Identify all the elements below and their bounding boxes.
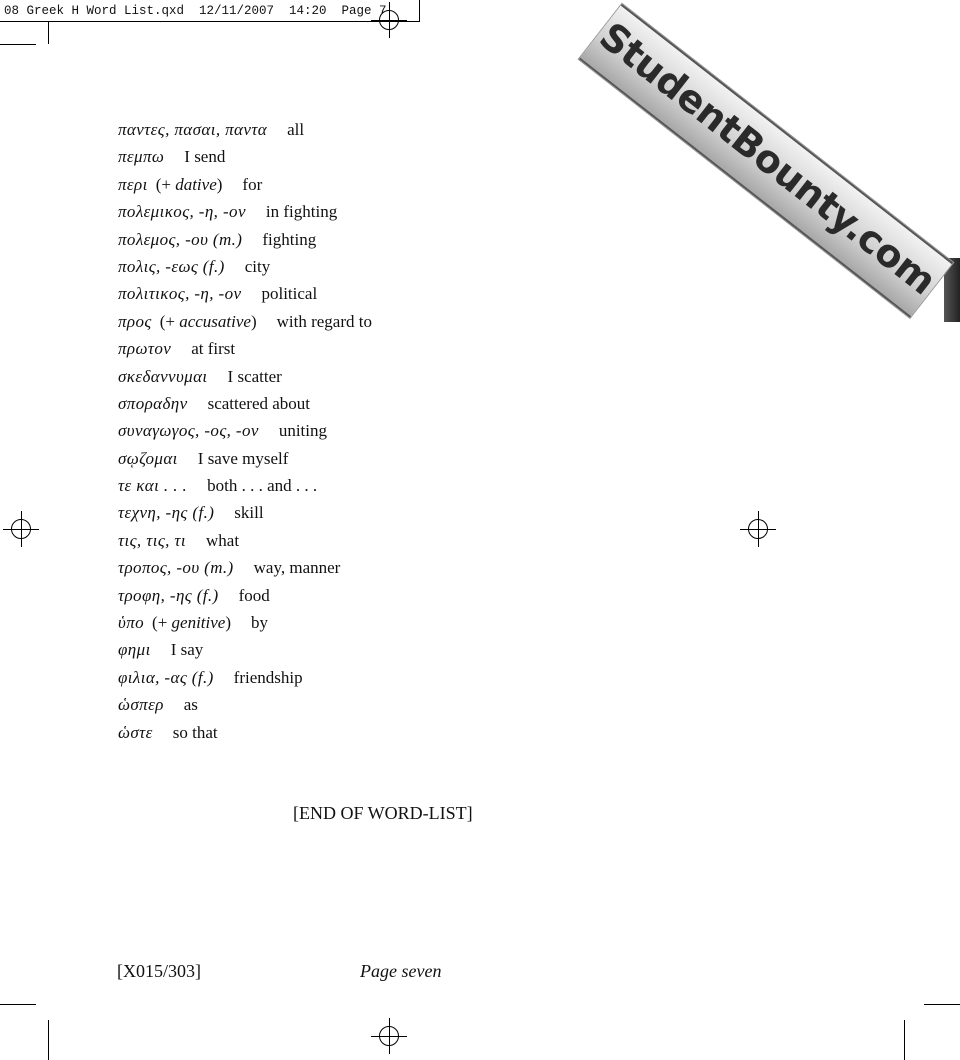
watermark-banner: StudentBounty.com — [578, 4, 953, 318]
case-note: (+ accusative) — [159, 311, 257, 331]
word-list-entry: πολιτικος, -η, -ον political — [118, 280, 372, 307]
word-list: παντες, πασαι, παντα all πεμπω I send περι (+… — [118, 116, 372, 746]
english-meaning: I scatter — [227, 366, 282, 386]
greek-headword: ὑπο — [118, 613, 145, 633]
english-meaning: food — [238, 585, 270, 605]
english-meaning: way, manner — [253, 558, 341, 578]
greek-headword: πολιτικος, -η, -ον — [118, 284, 242, 304]
word-list-entry: πολεμος, -ου (m.) fighting — [118, 226, 372, 253]
word-list-entry: τροφη, -ης (f.) food — [118, 582, 372, 609]
english-meaning: I send — [184, 147, 226, 167]
greek-headword: ὡστε — [118, 722, 153, 742]
english-meaning: scattered about — [207, 393, 311, 413]
word-list-entry: πολις, -εως (f.) city — [118, 253, 372, 280]
end-of-list-marker: [END OF WORD-LIST] — [293, 803, 473, 823]
crop-mark-top-left — [48, 22, 49, 44]
word-list-entry: περι (+ dative) for — [118, 171, 372, 198]
crop-mark-bottom-left — [48, 1020, 49, 1060]
paper-code: [X015/303] — [117, 961, 201, 981]
greek-headword: πεμπω — [118, 147, 165, 167]
greek-headword: προς — [118, 311, 152, 331]
english-meaning: fighting — [262, 229, 317, 249]
word-list-entry: σῳζομαι I save myself — [118, 445, 372, 472]
english-meaning: as — [183, 695, 198, 715]
case-note: (+ genitive) — [152, 613, 232, 633]
crop-mark-right-bottom — [924, 1004, 960, 1005]
greek-headword: περι — [118, 174, 148, 194]
english-meaning: so that — [172, 722, 218, 742]
english-meaning: friendship — [233, 667, 303, 687]
word-list-entry: τις, τις, τι what — [118, 527, 372, 554]
word-list-entry: ὡστε so that — [118, 719, 372, 746]
word-list-entry: φιλια, -ας (f.) friendship — [118, 664, 372, 691]
greek-headword: πολεμικος, -η, -ον — [118, 202, 246, 222]
word-list-entry: προς (+ accusative) with regard to — [118, 308, 372, 335]
crop-mark-bottom-right — [904, 1020, 905, 1060]
english-meaning: uniting — [278, 421, 327, 441]
case-note: (+ dative) — [155, 174, 223, 194]
greek-headword: συναγωγος, -ος, -ον — [118, 421, 259, 441]
greek-headword: τροπος, -ου (m.) — [118, 558, 234, 578]
word-list-entry: ὑπο (+ genitive) by — [118, 609, 372, 636]
crop-mark-left-bottom — [0, 1004, 36, 1005]
english-meaning: what — [206, 530, 240, 550]
watermark-logo: StudentBounty.com — [591, 13, 945, 304]
word-list-entry: φημι I say — [118, 636, 372, 663]
word-list-entry: τροπος, -ου (m.) way, manner — [118, 554, 372, 581]
greek-headword: τις, τις, τι — [118, 530, 187, 550]
greek-headword: φημι — [118, 640, 151, 660]
watermark-banner-fold — [944, 258, 960, 322]
english-meaning: I say — [170, 640, 204, 660]
crop-mark-left-top — [0, 44, 36, 45]
greek-headword: τε και . . . — [118, 476, 188, 496]
english-meaning: by — [251, 613, 269, 633]
english-meaning: skill — [234, 503, 264, 523]
greek-headword: σῳζομαι — [118, 448, 178, 468]
greek-headword: τεχνη, -ης (f.) — [118, 503, 215, 523]
word-list-entry: τε και . . . both . . . and . . . — [118, 472, 372, 499]
word-list-entry: συναγωγος, -ος, -ον uniting — [118, 417, 372, 444]
registration-mark-left — [3, 511, 39, 547]
registration-mark-top — [371, 2, 407, 38]
greek-headword: σκεδαννυμαι — [118, 366, 208, 386]
word-list-entry: τεχνη, -ης (f.) skill — [118, 499, 372, 526]
english-meaning: both . . . and . . . — [207, 476, 318, 496]
english-meaning: at first — [191, 339, 236, 359]
word-list-entry: πολεμικος, -η, -ον in fighting — [118, 198, 372, 225]
english-meaning: for — [242, 174, 263, 194]
greek-headword: πολεμος, -ου (m.) — [118, 229, 243, 249]
word-list-entry: παντες, πασαι, παντα all — [118, 116, 372, 143]
greek-headword: τροφη, -ης (f.) — [118, 585, 219, 605]
greek-headword: ὡσπερ — [118, 695, 164, 715]
greek-headword: πολις, -εως (f.) — [118, 256, 225, 276]
word-list-entry: πεμπω I send — [118, 143, 372, 170]
greek-headword: πρωτον — [118, 339, 172, 359]
greek-headword: παντες, πασαι, παντα — [118, 120, 268, 139]
word-list-entry: πρωτον at first — [118, 335, 372, 362]
registration-mark-bottom — [371, 1018, 407, 1054]
english-meaning: I save myself — [197, 448, 289, 468]
english-meaning: in fighting — [265, 202, 338, 222]
page-number: Page seven — [360, 961, 442, 981]
registration-mark-right — [740, 511, 776, 547]
greek-headword: φιλια, -ας (f.) — [118, 667, 214, 687]
english-meaning: political — [261, 284, 318, 304]
english-meaning: all — [287, 120, 305, 139]
file-slug: 08 Greek H Word List.qxd 12/11/2007 14:2… — [0, 0, 420, 22]
english-meaning: city — [244, 256, 271, 276]
word-list-entry: σκεδαννυμαι I scatter — [118, 363, 372, 390]
word-list-entry: σποραδην scattered about — [118, 390, 372, 417]
greek-headword: σποραδην — [118, 393, 188, 413]
english-meaning: with regard to — [276, 311, 372, 331]
